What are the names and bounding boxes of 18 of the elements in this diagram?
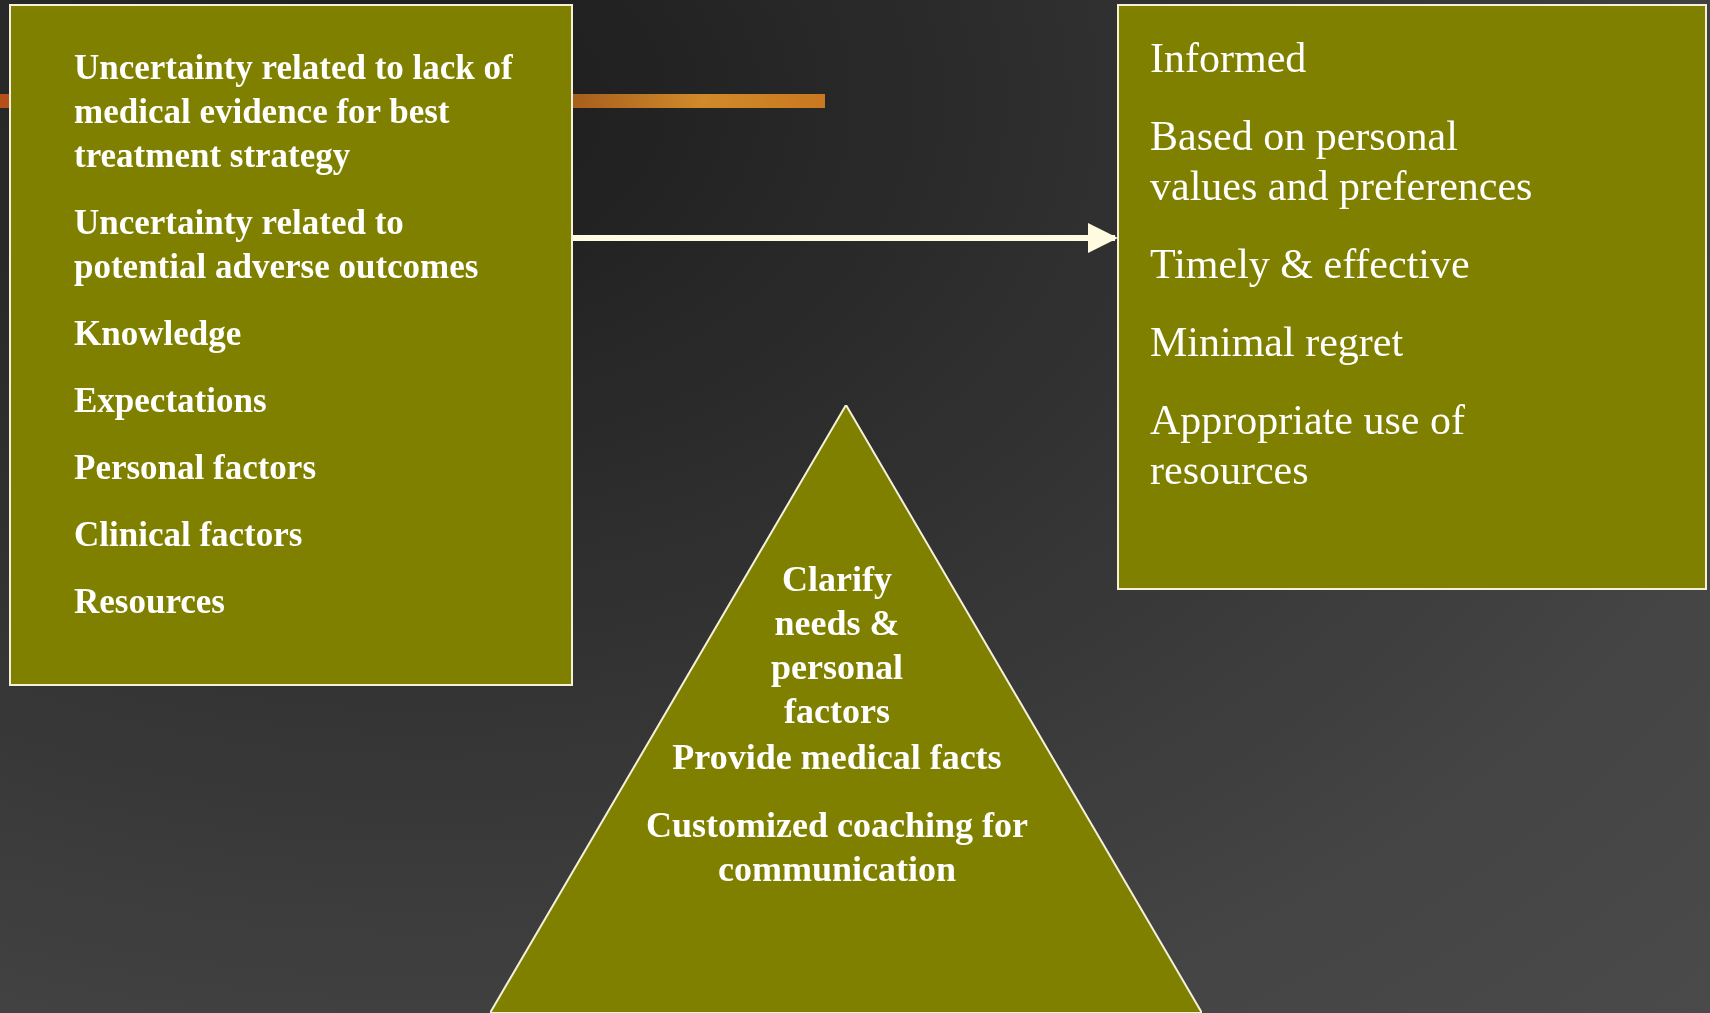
list-item: Knowledge [74,313,243,355]
list-item: Uncertainty related to lack of medical evidence for best treatment strategy [74,47,514,177]
text-box [1117,4,1707,590]
list-item: Resources [74,581,226,623]
bullet-text: Customized coaching for communication [645,804,1029,891]
list-item: Informed [1150,34,1308,83]
list-item: Appropriate use of resources [1150,396,1466,495]
list-item: Minimal regret [1150,318,1405,367]
text-box [9,4,573,686]
list-item: Expectations [74,380,268,422]
bullet-text: Clarify needs & personal factors [770,558,904,733]
list-item: Personal factors [74,447,317,489]
list-item: Uncertainty related to potential adverse outcomes [74,202,480,288]
list-item: Timely & effective [1150,240,1471,289]
arrow [573,223,1118,253]
list-item: Clinical factors [74,514,304,556]
bullet-text: Provide medical facts [671,736,1003,779]
list-item: Based on personal values and preferences [1150,112,1534,211]
